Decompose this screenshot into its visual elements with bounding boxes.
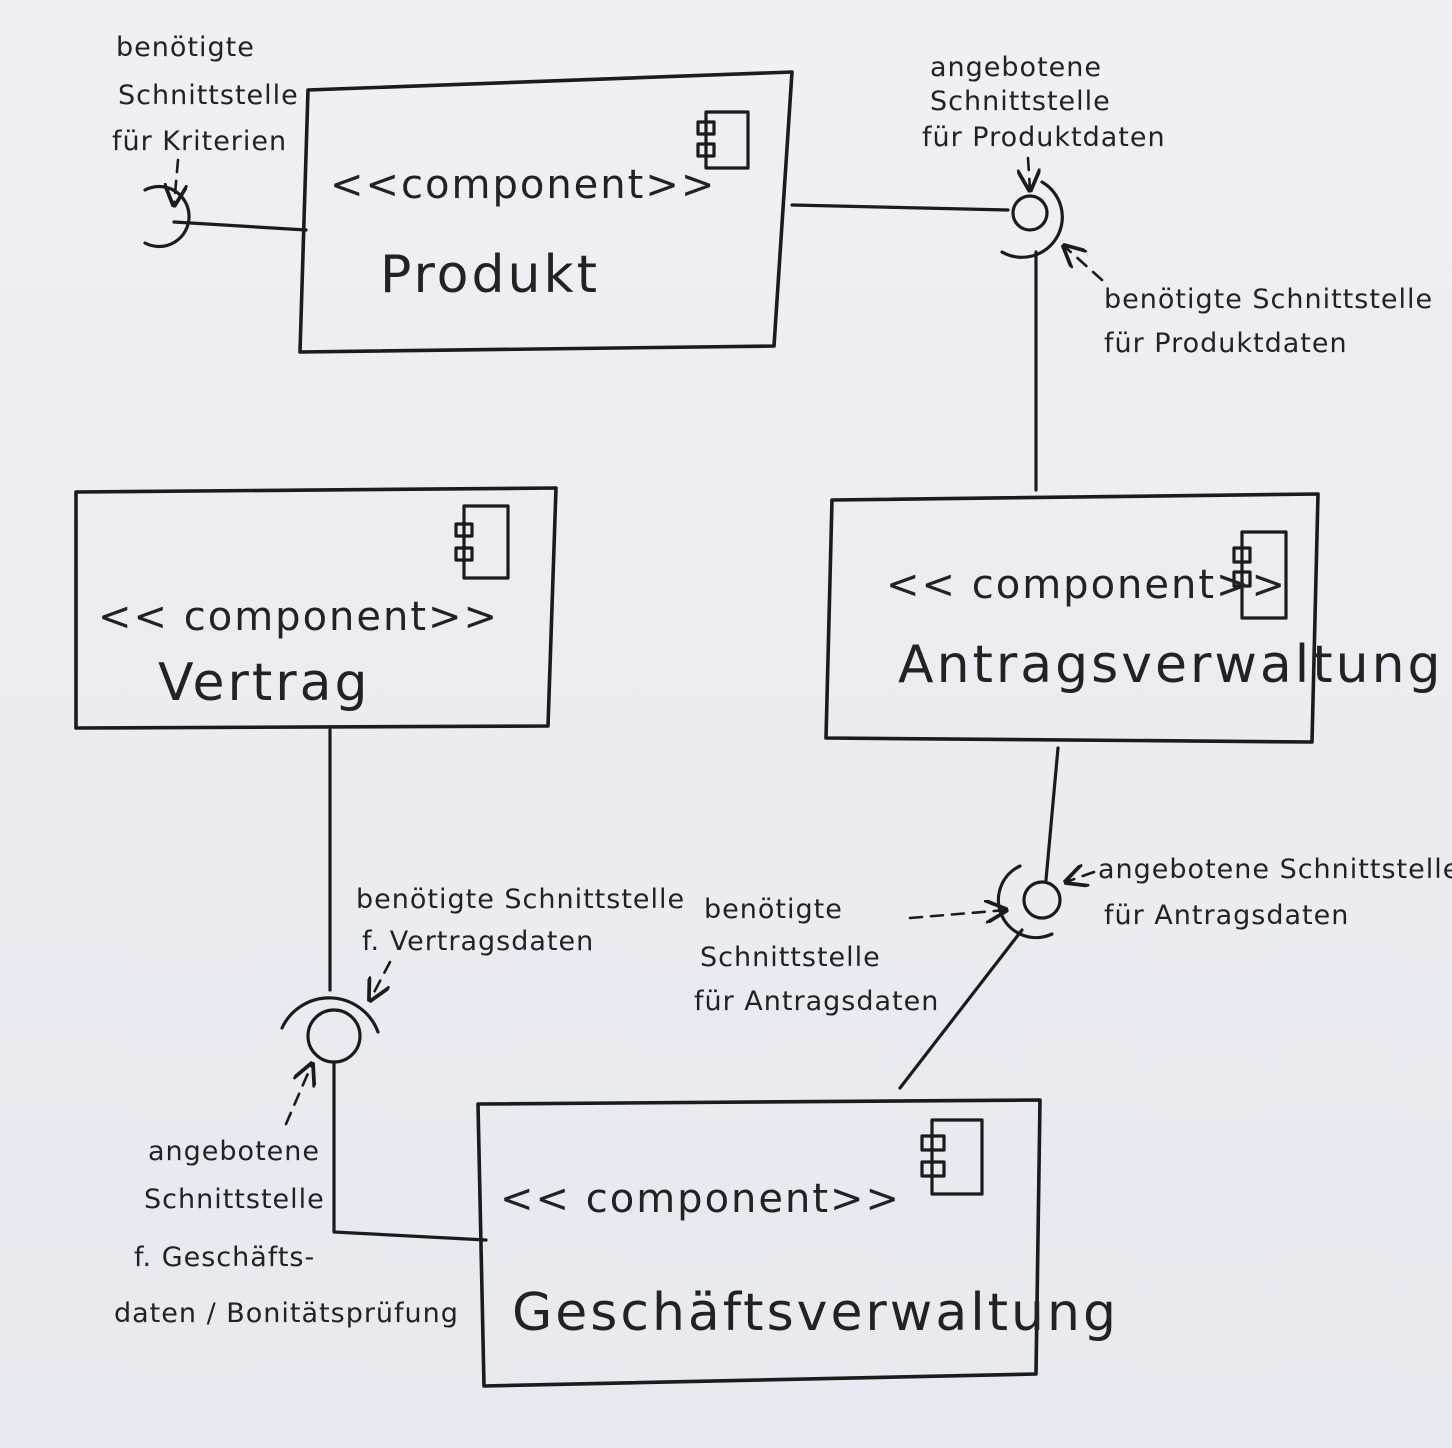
note-line: angebotene Schnittstelle <box>1098 854 1452 885</box>
note-line: für Antragsdaten <box>694 986 939 1017</box>
note-line: f. Vertragsdaten <box>362 926 594 957</box>
ball-symbol <box>306 1008 362 1064</box>
component-antragsverwaltung: << component>> Antragsverwaltung <box>824 492 1444 744</box>
annotation-antrag-provided-antragsdaten: angebotene Schnittstelle für Antragsdate… <box>1066 854 1452 931</box>
component-produkt: <<component>> Produkt <box>298 70 794 354</box>
component-vertrag-box <box>74 486 558 730</box>
note-line: Schnittstelle <box>930 86 1111 117</box>
note-line: benötigte Schnittstelle <box>1104 284 1433 315</box>
component-name-geschaeftsverwaltung: Geschäftsverwaltung <box>512 1283 1119 1343</box>
note-line: für Kriterien <box>112 126 287 157</box>
component-icon <box>920 1118 984 1196</box>
component-icon <box>1232 530 1288 620</box>
note-line: für Antragsdaten <box>1104 900 1349 931</box>
note-line: daten / Bonitätsprüfung <box>114 1298 459 1329</box>
component-produkt-box <box>298 70 794 354</box>
annotation-vertrag-required-vertragsdaten: benötigte Schnittstelle f. Vertragsdaten <box>356 884 685 1000</box>
note-line: Schnittstelle <box>144 1184 325 1215</box>
ball-symbol <box>1011 194 1049 232</box>
annotation-produkt-required-kriterien: benötigte Schnittstelle für Kriterien <box>112 32 299 205</box>
interface-antragsdaten <box>898 746 1062 1090</box>
socket-symbol <box>143 184 191 249</box>
note-line: benötigte <box>116 32 255 63</box>
note-line: f. Geschäfts- <box>134 1242 315 1273</box>
component-geschaeftsverwaltung: << component>> Geschäftsverwaltung <box>476 1098 1119 1388</box>
note-line: benötigte Schnittstelle <box>356 884 685 915</box>
annotation-geschaeft-provided-geschaeftsdaten: angebotene Schnittstelle f. Geschäfts- d… <box>114 1064 459 1329</box>
ball-symbol <box>1022 880 1062 920</box>
note-line: angebotene <box>930 52 1102 83</box>
note-line: Schnittstelle <box>118 80 299 111</box>
annotation-produkt-provided-produktdaten: angebotene Schnittstelle für Produktdate… <box>922 52 1166 190</box>
required-interface-kriterien <box>143 184 308 249</box>
note-line: benötigte <box>704 894 843 925</box>
interface-produktdaten <box>790 180 1064 492</box>
socket-symbol <box>1000 180 1064 259</box>
component-antragsverwaltung-box <box>824 492 1320 744</box>
component-icon <box>696 110 750 170</box>
stereotype-label: << component>> <box>886 562 1287 608</box>
stereotype-label: << component>> <box>500 1176 901 1222</box>
component-icon <box>454 504 510 580</box>
component-geschaeftsverwaltung-box <box>476 1098 1042 1388</box>
component-vertrag: << component>> Vertrag <box>74 486 558 730</box>
note-line: angebotene <box>148 1136 320 1167</box>
note-line: für Produktdaten <box>922 122 1166 153</box>
component-name-antragsverwaltung: Antragsverwaltung <box>898 635 1444 695</box>
annotation-antrag-required-produktdaten: benötigte Schnittstelle für Produktdaten <box>1064 246 1433 359</box>
note-line: Schnittstelle <box>700 942 881 973</box>
component-name-vertrag: Vertrag <box>158 653 371 713</box>
socket-symbol <box>280 996 380 1034</box>
interface-vertragsdaten <box>280 728 488 1242</box>
annotation-geschaeft-required-antragsdaten: benötigte Schnittstelle für Antragsdaten <box>694 894 1006 1017</box>
stereotype-label: <<component>> <box>330 162 716 208</box>
note-line: für Produktdaten <box>1104 328 1348 359</box>
component-name-produkt: Produkt <box>380 245 600 305</box>
stereotype-label: << component>> <box>98 594 499 640</box>
